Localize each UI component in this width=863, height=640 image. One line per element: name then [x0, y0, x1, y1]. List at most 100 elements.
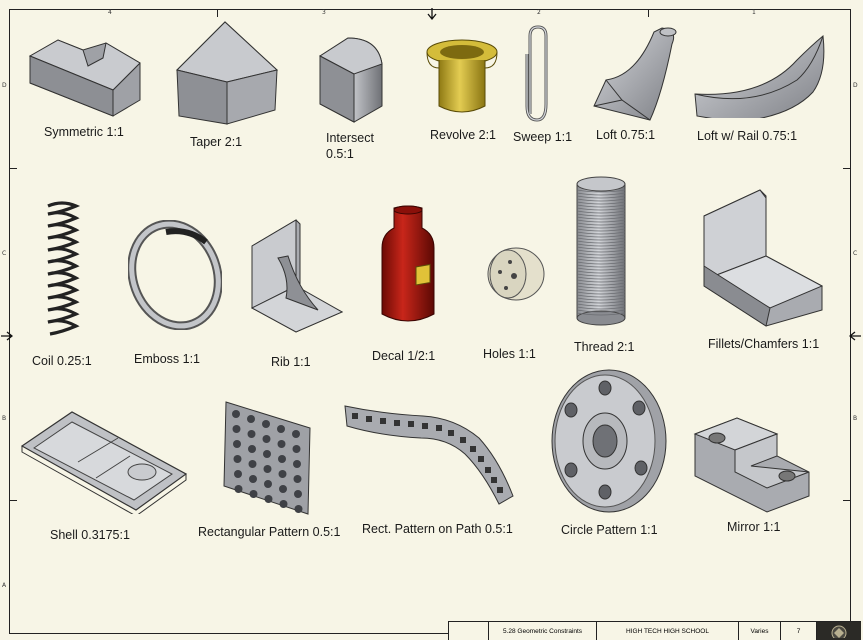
part-label: Intersect 0.5:1: [326, 131, 374, 161]
pattern-slot: [436, 425, 442, 431]
pattern-slot: [470, 446, 476, 452]
part-label: Loft w/ Rail 0.75:1: [697, 129, 798, 143]
zone-marker-left: C: [2, 250, 7, 257]
part-label: Taper 2:1: [190, 135, 243, 149]
part-label: Rect. Pattern on Path 0.5:1: [362, 522, 513, 536]
pattern-bump: [292, 430, 300, 438]
pattern-bump: [233, 440, 241, 448]
holes-part: [487, 247, 545, 301]
pattern-bump: [263, 450, 271, 458]
zone-marker-top: 4: [108, 9, 112, 16]
pattern-bump: [249, 475, 257, 483]
scale-value: Varies: [750, 628, 769, 635]
pattern-bump: [263, 465, 272, 473]
part-label: Shell 0.3175:1: [50, 528, 130, 542]
part-label: Circle Pattern 1:1: [561, 523, 658, 537]
pattern-bump: [264, 480, 272, 488]
thread-part: [576, 176, 626, 326]
pattern-bump: [234, 485, 243, 493]
pattern-bump: [247, 430, 256, 438]
part-label: Holes 1:1: [483, 347, 536, 361]
sweep-paperclip-part: [525, 25, 548, 122]
mirror-part: [693, 417, 810, 513]
center-arrow-icon: [849, 331, 861, 341]
pattern-bump: [232, 425, 241, 433]
pattern-bump: [233, 455, 242, 463]
pattern-bump: [277, 425, 285, 433]
part-label: Decal 1/2:1: [372, 349, 436, 363]
rib-part: [250, 219, 344, 333]
border-tick: [843, 168, 851, 169]
pattern-bump: [232, 410, 240, 418]
part-label: Sweep 1:1: [513, 130, 573, 144]
border-tick: [9, 168, 17, 169]
zone-marker-right: D: [853, 82, 858, 89]
title-block-cell: 5.28 Geometric Constraints: [489, 622, 597, 640]
pattern-bump: [247, 415, 255, 423]
pattern-slot: [366, 416, 372, 422]
zone-marker-left: B: [2, 415, 7, 422]
pattern-bump: [279, 485, 287, 493]
pattern-slot: [448, 430, 454, 436]
pattern-slot: [352, 413, 358, 419]
coil-part: [47, 201, 81, 336]
pattern-bump: [294, 490, 302, 498]
taper-part: [176, 21, 279, 125]
pattern-slot: [394, 420, 400, 426]
school-name: HIGH TECH HIGH SCHOOL: [626, 628, 709, 635]
zone-marker-top: 3: [322, 9, 326, 16]
school-logo: [817, 622, 861, 640]
zone-marker-top: 1: [752, 9, 756, 16]
pattern-slot: [485, 467, 491, 473]
title-block-cell: 7: [781, 622, 817, 640]
title-block-cell: HIGH TECH HIGH SCHOOL: [597, 622, 739, 640]
part-label: Rectangular Pattern 0.5:1: [198, 525, 341, 539]
zone-marker-left: D: [2, 82, 7, 89]
border-tick: [648, 9, 649, 17]
part-label: Emboss 1:1: [134, 352, 201, 366]
drawing-title: 5.28 Geometric Constraints: [502, 628, 583, 635]
pattern-slot: [460, 437, 466, 443]
part-label: Rib 1:1: [271, 355, 311, 369]
pattern-bump: [278, 455, 286, 463]
rectangular-pattern-part: [223, 401, 311, 515]
pattern-bump: [279, 500, 288, 508]
part-label: Mirror 1:1: [727, 520, 781, 534]
decal-bottle-part: [381, 205, 435, 322]
zone-marker-top: 2: [537, 9, 541, 16]
part-label: Loft 0.75:1: [596, 128, 656, 142]
title-block-cell: Varies: [739, 622, 781, 640]
pattern-bump: [277, 440, 286, 448]
rect-pattern-on-path-part: [344, 405, 514, 505]
center-arrow-icon: [1, 331, 13, 341]
pattern-bump: [248, 445, 256, 453]
border-tick: [9, 500, 17, 501]
border-tick: [843, 500, 851, 501]
pattern-slot: [478, 456, 484, 462]
emboss-ring-part: [128, 220, 222, 330]
revolve-part: [426, 39, 498, 113]
sheet-number: 7: [796, 628, 801, 635]
symmetric-part: [28, 39, 141, 117]
pattern-slot: [497, 487, 503, 493]
title-block: 5.28 Geometric Constraints HIGH TECH HIG…: [448, 621, 861, 640]
part-label: Revolve 2:1: [430, 128, 497, 142]
pattern-bump: [264, 495, 273, 503]
zone-marker-right: B: [853, 415, 858, 422]
loft-rail-part: [694, 35, 825, 118]
intersect-part: [319, 37, 383, 123]
logo-emblem-icon: [831, 625, 847, 638]
pattern-bump: [262, 435, 271, 443]
circle-pattern-part: [551, 369, 667, 513]
sheet-border: [9, 9, 851, 634]
part-label: Coil 0.25:1: [32, 354, 92, 368]
part-label: Symmetric 1:1: [44, 125, 124, 139]
pattern-bump: [262, 420, 270, 428]
pattern-bump: [293, 475, 302, 483]
part-label: Fillets/Chamfers 1:1: [708, 337, 820, 351]
pattern-slot: [491, 477, 497, 483]
pattern-slot: [422, 423, 428, 429]
pattern-bump: [294, 505, 303, 513]
pattern-bump: [293, 460, 301, 468]
